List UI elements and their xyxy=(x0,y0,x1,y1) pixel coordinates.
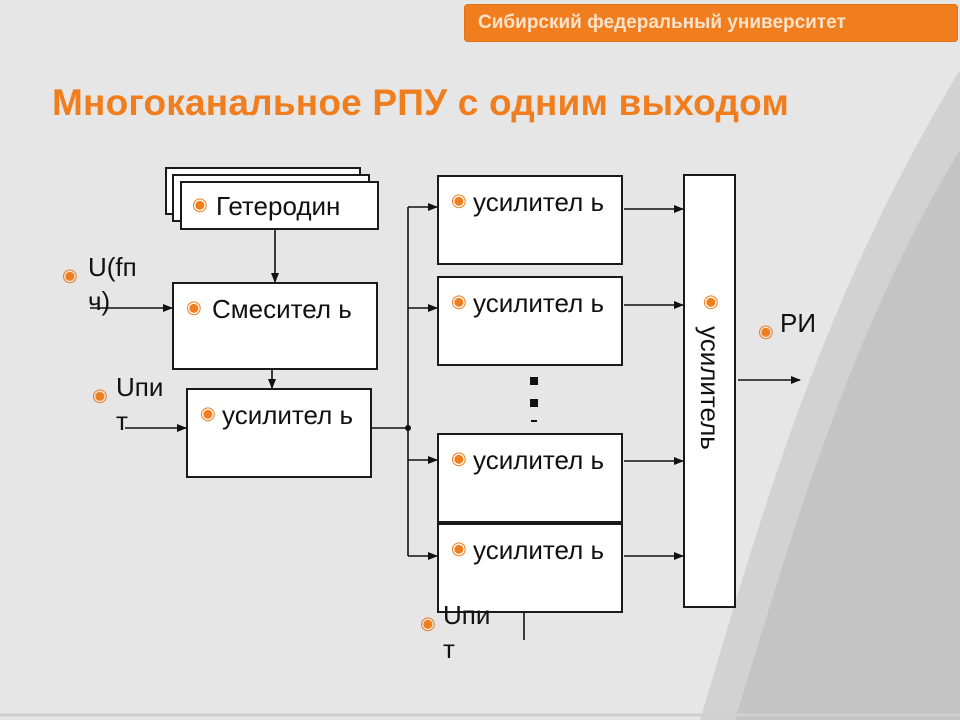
bullet-icon: ◉ xyxy=(62,265,78,285)
output-label: РИ xyxy=(780,308,817,338)
bullet-icon: ◉ xyxy=(192,194,208,214)
slide-title: Многоканальное РПУ с одним выходом xyxy=(52,82,790,123)
bullet-icon: ◉ xyxy=(451,190,467,210)
bullet-icon: ◉ xyxy=(200,403,216,423)
bullet-icon: ◉ xyxy=(758,321,774,341)
heterodyne-block: ◉ Гетеродин xyxy=(180,181,379,230)
input-signal-label: U(fп ч) xyxy=(88,252,137,316)
bullet-icon: ◉ xyxy=(451,448,467,468)
heterodyne-label: Гетеродин xyxy=(216,191,341,221)
channel-amplifier-label: усилител ь xyxy=(473,187,605,217)
if-amplifier-block: ◉ усилител ь xyxy=(186,388,372,478)
bullet-icon: ◉ xyxy=(451,538,467,558)
channel-amplifier-1: ◉ усилител ь xyxy=(437,175,623,265)
if-amplifier-label: усилител ь xyxy=(222,400,354,430)
channel-amplifier-2: ◉ усилител ь xyxy=(437,276,623,366)
university-banner: Сибирский федеральный университет xyxy=(464,4,958,42)
channel-amplifier-3: ◉ усилител ь xyxy=(437,433,623,523)
supply-label-2: Uпи т xyxy=(443,600,491,664)
channel-amplifier-label: усилител ь xyxy=(473,288,605,318)
channel-amplifier-label: усилител ь xyxy=(473,445,605,475)
bullet-icon: ◉ xyxy=(92,385,108,405)
bullet-icon: ◉ xyxy=(451,291,467,311)
mixer-block: ◉ Смесител ь xyxy=(172,282,378,370)
bus-junction xyxy=(405,425,411,431)
university-name: Сибирский федеральный университет xyxy=(478,12,846,33)
supply-label-1: Uпи т xyxy=(116,372,164,436)
bullet-icon: ◉ xyxy=(420,613,436,633)
output-amplifier-label: усилитель xyxy=(695,326,725,450)
bullet-icon: ◉ xyxy=(186,297,202,317)
mixer-label: Смесител ь xyxy=(212,294,352,324)
channel-amplifier-label: усилител ь xyxy=(473,535,605,565)
channel-amplifier-4: ◉ усилител ь xyxy=(437,523,623,613)
bullet-icon: ◉ xyxy=(703,291,719,311)
output-amplifier-block: ◉ усилитель xyxy=(683,174,736,608)
